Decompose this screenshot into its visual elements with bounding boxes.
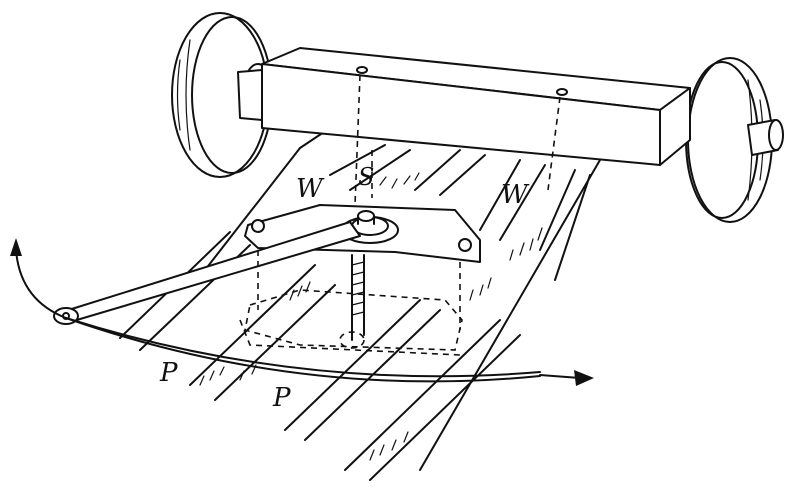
arrow-right-icon [539, 370, 594, 386]
arrow-up-icon [10, 238, 22, 256]
track-planks [119, 127, 601, 481]
swing-path [15, 249, 541, 383]
pivot-shaft [351, 254, 365, 341]
right-wheel [685, 57, 784, 223]
label-w-right: W [501, 180, 528, 210]
label-w-left: W [296, 174, 323, 204]
label-p-left: P [160, 358, 178, 388]
label-s-pivot: S [358, 163, 375, 191]
projection-line-right [547, 96, 561, 191]
lever-arm [53, 221, 361, 325]
axle-beam [237, 47, 691, 166]
label-p-right: P [273, 383, 291, 413]
